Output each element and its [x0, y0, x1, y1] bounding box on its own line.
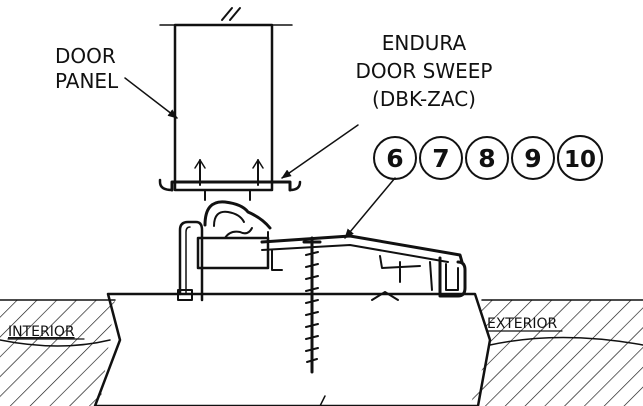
exterior-label: EXTERIOR — [487, 316, 557, 332]
sweep-label-line3: (DBK-ZAC) — [372, 87, 476, 111]
interior-label: INTERIOR — [8, 324, 75, 340]
callout-number: 8 — [478, 144, 495, 173]
door-panel-label-line1: DOOR — [55, 44, 116, 68]
door-panel — [159, 7, 293, 192]
callout-number: 10 — [564, 147, 596, 173]
threshold-screw — [302, 236, 322, 374]
callout-group: 6 7 8 9 10 — [373, 135, 603, 181]
callout-number: 6 — [386, 144, 403, 173]
door-panel-label-line2: PANEL — [55, 69, 119, 93]
callout-circle-6: 6 — [373, 136, 417, 180]
callout-circle-8: 8 — [465, 136, 509, 180]
callout-circle-7: 7 — [419, 136, 463, 180]
callout-number: 7 — [432, 144, 449, 173]
leader-lines — [124, 77, 396, 406]
floor-substrate — [0, 292, 643, 406]
door-sweep — [158, 178, 302, 201]
threshold — [177, 200, 467, 302]
callout-circle-10: 10 — [557, 135, 603, 181]
sweep-label-line2: DOOR SWEEP — [356, 59, 493, 83]
callout-number: 9 — [524, 144, 541, 173]
sweep-label-line1: ENDURA — [382, 31, 467, 55]
callout-circle-9: 9 — [511, 136, 555, 180]
